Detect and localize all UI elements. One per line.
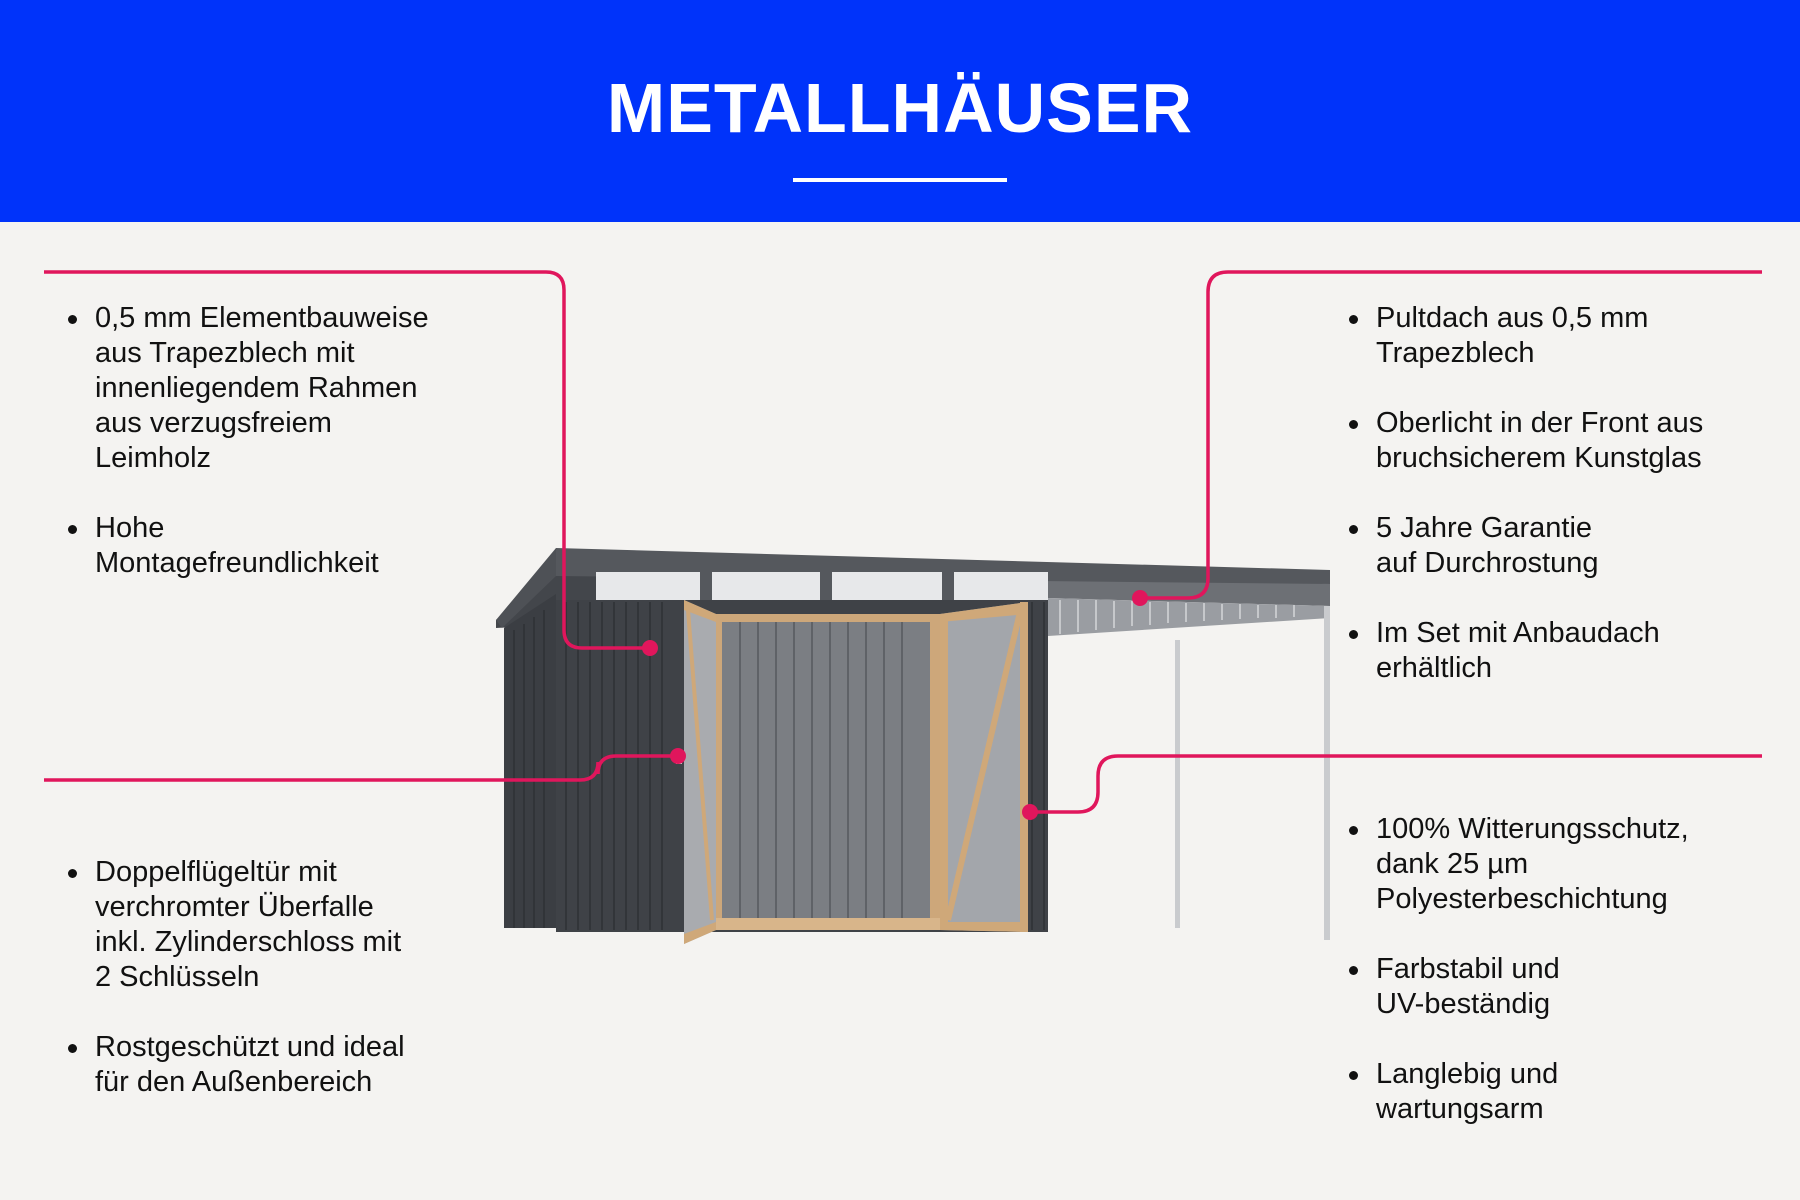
carport-posts — [1175, 606, 1330, 940]
feature-item: Langlebig und wartungsarm — [1349, 1057, 1789, 1127]
feature-text: Rostgeschützt und ideal für den Außenber… — [95, 1031, 405, 1098]
feature-text: 5 Jahre Garantie auf Durchrostung — [1376, 512, 1599, 579]
feature-item: 5 Jahre Garantie auf Durchrostung — [1349, 511, 1789, 581]
feature-item: Pultdach aus 0,5 mm Trapezblech — [1349, 301, 1789, 371]
feature-text: 100% Witterungsschutz, dank 25 µm Polyes… — [1376, 813, 1689, 915]
feature-text: Im Set mit Anbaudach erhältlich — [1376, 617, 1660, 684]
left-door-leaf — [684, 600, 716, 944]
feature-list-top-left: 0,5 mm Elementbauweise aus Trapezblech m… — [68, 301, 508, 616]
feature-text: Farbstabil und UV-beständig — [1376, 953, 1560, 1020]
feature-list-bottom-left: Doppelflügeltür mit verchromter Überfall… — [68, 855, 508, 1135]
feature-text: Oberlicht in der Front aus bruchsicherem… — [1376, 407, 1704, 474]
feature-text: Hohe Montagefreundlichkeit — [95, 512, 379, 579]
title-underline — [793, 178, 1007, 182]
feature-item: Hohe Montagefreundlichkeit — [68, 511, 508, 581]
feature-text: 0,5 mm Elementbauweise aus Trapezblech m… — [95, 302, 429, 474]
feature-item: Rostgeschützt und ideal für den Außenber… — [68, 1030, 508, 1100]
right-door-leaf — [940, 602, 1028, 932]
header-banner: METALLHÄUSER — [0, 0, 1800, 222]
feature-text: Pultdach aus 0,5 mm Trapezblech — [1376, 302, 1649, 369]
feature-item: Farbstabil und UV-beständig — [1349, 952, 1789, 1022]
door-opening — [712, 614, 940, 930]
feature-item: Doppelflügeltür mit verchromter Überfall… — [68, 855, 508, 995]
feature-list-bottom-right: 100% Witterungsschutz, dank 25 µm Polyes… — [1349, 812, 1789, 1162]
feature-item: Im Set mit Anbaudach erhältlich — [1349, 616, 1789, 686]
callout-dots — [642, 590, 1148, 820]
feature-item: Oberlicht in der Front aus bruchsicherem… — [1349, 406, 1789, 476]
callout-lines — [44, 270, 1762, 814]
feature-text: Doppelflügeltür mit verchromter Überfall… — [95, 856, 402, 993]
feature-list-top-right: Pultdach aus 0,5 mm Trapezblech Oberlich… — [1349, 301, 1789, 721]
page-title: METALLHÄUSER — [606, 69, 1194, 147]
feature-item: 0,5 mm Elementbauweise aus Trapezblech m… — [68, 301, 508, 476]
feature-item: 100% Witterungsschutz, dank 25 µm Polyes… — [1349, 812, 1789, 917]
feature-text: Langlebig und wartungsarm — [1376, 1058, 1559, 1125]
